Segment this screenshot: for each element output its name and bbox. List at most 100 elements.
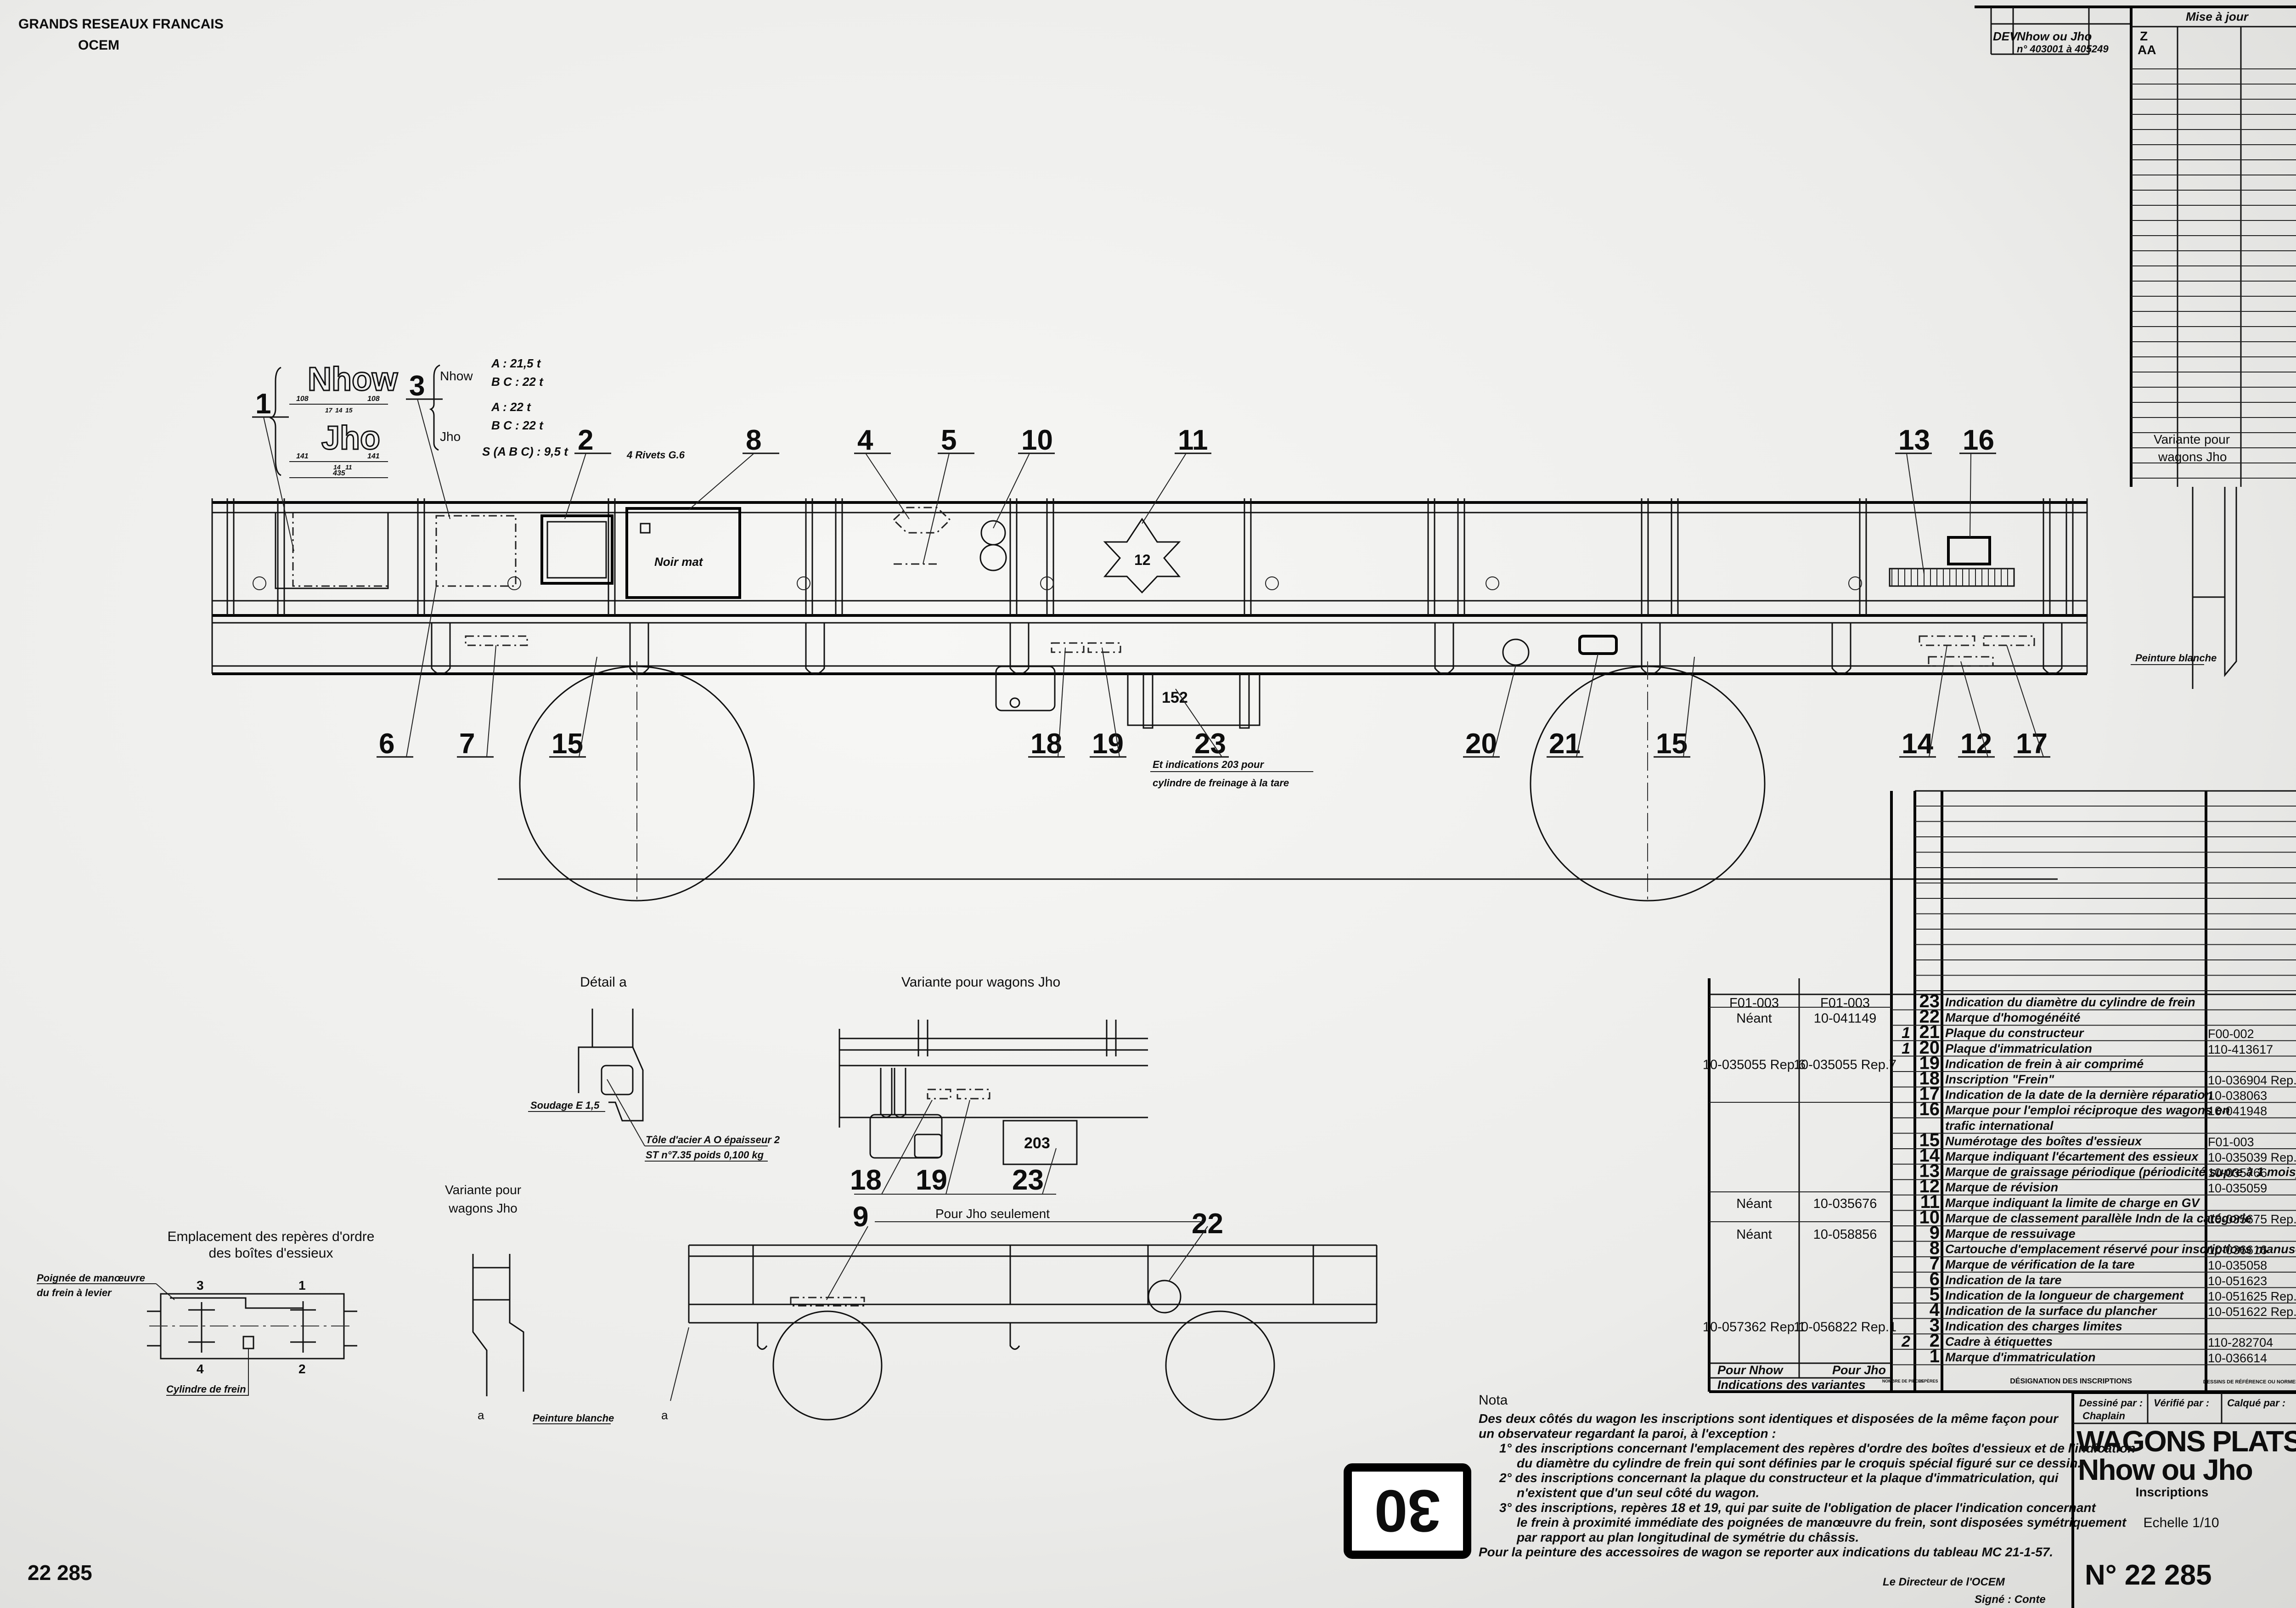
mark-13-hatch [1889, 568, 2015, 587]
section-a-label: a [478, 1408, 484, 1422]
title-block: Dessiné par : Chaplain Vérifié par : Cal… [2071, 1391, 2296, 1608]
row-designation: Marque indiquant la limite de charge en … [1945, 1196, 2200, 1210]
row-designation: Plaque du constructeur [1945, 1026, 2084, 1040]
stake-pocket [2043, 623, 2063, 675]
drawing-number: N° 22 285 [2085, 1559, 2212, 1591]
stake-pocket [805, 623, 825, 675]
nhow-lettering: Nhow [308, 361, 398, 398]
variant-cylinder-value: 203 [1024, 1134, 1050, 1152]
star-value: 12 [1134, 552, 1151, 568]
tie-down-ring [253, 576, 266, 590]
stake [1427, 498, 1435, 615]
load-jho-bc: B C : 22 t [491, 418, 544, 432]
leader-line [564, 453, 586, 519]
axlebox-number: 4 [197, 1362, 204, 1376]
callout-3: 3 [409, 370, 425, 402]
leader-line [406, 586, 437, 757]
col-variants: Indications des variantes [1717, 1378, 1866, 1392]
table-row: 17 Indication de la date de la dernière r… [1919, 1084, 2268, 1104]
row-rep: 3 [1930, 1315, 1940, 1336]
row-rep: 2 [1930, 1331, 1940, 1351]
jho-only-label: Pour Jho seulement [935, 1207, 1050, 1221]
leader-line [993, 453, 1030, 529]
table-row: 11 Marque indiquant la limite de charge e… [1736, 1192, 2200, 1212]
row-rep: 15 [1919, 1130, 1940, 1150]
leader-line [1492, 665, 1516, 757]
leader-line [579, 656, 597, 757]
cylinder-note-2: cylindre de freinage à la tare [1153, 777, 1289, 789]
tie-down-ring [1486, 576, 1499, 590]
nota-line: du diamètre du cylindre de frein qui son… [1517, 1456, 2081, 1470]
row-designation: Marque de graissage périodique (périodic… [1945, 1165, 2296, 1179]
stake [2065, 498, 2074, 615]
stake-pocket [1641, 623, 1661, 675]
placard-1 [292, 512, 389, 587]
placard-2 [540, 514, 613, 585]
load-nhow-a: A : 21,5 t [491, 356, 541, 370]
dim: 11 [345, 463, 352, 471]
drawing-type: Inscriptions [2136, 1485, 2209, 1499]
row-rep: 23 [1919, 991, 1940, 1011]
tie-down-ring [797, 576, 810, 590]
axlebox-location-sketch: Emplacement des repères d'ordre des boît… [37, 1229, 375, 1396]
leader-line [1175, 688, 1222, 757]
row-designation: Indication du diamètre du cylindre de fr… [1945, 995, 2195, 1009]
stake-pocket [1434, 623, 1454, 675]
leader-line [1929, 645, 1947, 757]
row-jho: 10-041149 [1814, 1011, 1877, 1026]
row-designation: Indication des charges limites [1945, 1320, 2122, 1333]
row-reference: 10-036614 [2208, 1351, 2267, 1365]
main-wagon-side-view: Noir mat 4 Rivets G.6 12 152 Et indicati… [211, 432, 2237, 902]
row-designation: Indication de la date de la dernière rép… [1945, 1088, 2212, 1102]
row-designation-cont: trafic international [1945, 1119, 2054, 1133]
sheet-spec-1: Tôle d'acier A O épaisseur 2 [646, 1134, 780, 1145]
drawing-title: WAGONS PLATS [2077, 1425, 2296, 1458]
callout-4: 4 [857, 424, 873, 456]
row-reference: 10-051622 Rep.14 [2208, 1305, 2296, 1319]
drawn-by-name: Chaplain [2082, 1410, 2125, 1422]
row-jho: 10-056822 Rep.1 [1794, 1320, 1896, 1335]
row-rep: 17 [1919, 1084, 1940, 1104]
leader-line [923, 453, 950, 564]
revision-application: Nhow ou Jho [2017, 29, 2092, 43]
jho-wagon-side-view: Pour Jho seulement a [661, 1207, 1378, 1422]
row-designation: Cadre à étiquettes [1945, 1335, 2053, 1348]
revision-update-header: Mise à jour [2186, 10, 2249, 23]
mark-14 [1919, 635, 1975, 646]
variant-left-label-2: wagons Jho [448, 1201, 517, 1215]
dim-total: 435 [332, 469, 346, 477]
detail-a: Détail a Soudage E 1,5 Tôle d'acier A O … [528, 975, 780, 1162]
nota-line: par rapport au plan longitudinal de symé… [1516, 1530, 1859, 1544]
leader-line [1683, 656, 1695, 757]
axlebox-number: 2 [298, 1362, 306, 1376]
row-count: 1 [1902, 1040, 1910, 1057]
leader-line [2006, 645, 2044, 757]
checked-by-label: Vérifié par : [2154, 1397, 2209, 1409]
row-rep: 8 [1930, 1238, 1940, 1258]
nota-block: Nota Des deux côtés du wagon les inscrip… [1479, 1393, 2135, 1606]
placard-4 [892, 507, 951, 534]
mark-19 [1087, 642, 1121, 653]
leader-line [263, 417, 294, 552]
revision-division: DEV [1993, 29, 2019, 43]
row-rep: 11 [1920, 1192, 1940, 1212]
stake [1009, 498, 1018, 615]
load-jho-s: S (A B C) : 9,5 t [482, 445, 568, 458]
dim: 108 [367, 395, 380, 403]
col-pour-nhow: Pour Nhow [1717, 1363, 1784, 1377]
jho-lettering: Jho [321, 420, 380, 457]
traced-by-label: Calqué par : [2227, 1397, 2285, 1409]
axlebox-title-1: Emplacement des repères d'ordre [168, 1229, 375, 1244]
callout-1: 1 [255, 388, 271, 420]
variant-right-label-1: Variante pour [2154, 432, 2230, 446]
row-rep: 1 [1930, 1346, 1940, 1366]
leader-line [1970, 453, 1971, 538]
